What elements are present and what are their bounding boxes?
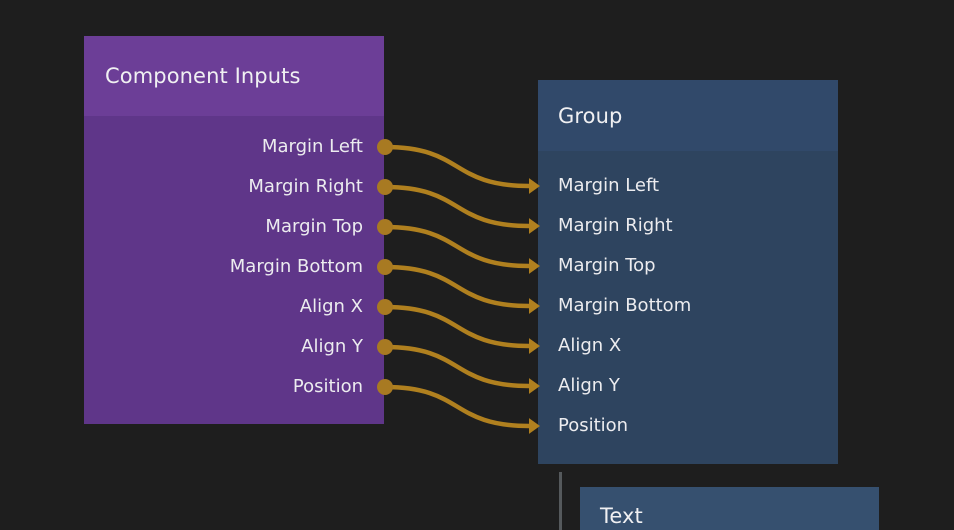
port-row-group-5[interactable]: Align Y bbox=[558, 375, 620, 397]
node-text[interactable]: Text bbox=[580, 487, 879, 530]
node-group-header[interactable]: Group bbox=[538, 80, 838, 151]
node-text-header[interactable]: Text bbox=[580, 487, 879, 530]
port-row-component-inputs-6[interactable]: Position bbox=[293, 376, 363, 398]
port-row-component-inputs-3[interactable]: Margin Bottom bbox=[230, 256, 363, 278]
node-component-inputs-header[interactable]: Component Inputs bbox=[84, 36, 384, 116]
node-component-inputs-title: Component Inputs bbox=[105, 64, 301, 88]
connection-wire-1[interactable] bbox=[382, 184, 532, 229]
group-to-text-connector-line bbox=[559, 472, 562, 530]
port-label: Position bbox=[558, 415, 629, 436]
port-row-group-2[interactable]: Margin Top bbox=[558, 255, 656, 277]
port-row-component-inputs-1[interactable]: Margin Right bbox=[248, 176, 363, 198]
connection-wire-0[interactable] bbox=[382, 144, 532, 189]
port-label: Align X bbox=[558, 335, 622, 356]
node-text-title: Text bbox=[600, 504, 643, 528]
port-label: Margin Bottom bbox=[229, 256, 363, 277]
port-label: Margin Left bbox=[558, 175, 660, 196]
port-label: Margin Left bbox=[261, 136, 363, 157]
port-label: Margin Bottom bbox=[558, 295, 692, 316]
port-row-component-inputs-0[interactable]: Margin Left bbox=[262, 136, 363, 158]
connection-wire-3[interactable] bbox=[382, 264, 532, 309]
port-label: Align Y bbox=[558, 375, 620, 396]
port-row-group-3[interactable]: Margin Bottom bbox=[558, 295, 691, 317]
connection-wire-5[interactable] bbox=[382, 344, 532, 389]
node-group-title: Group bbox=[558, 103, 623, 128]
port-row-group-6[interactable]: Position bbox=[558, 415, 628, 437]
connection-wire-6[interactable] bbox=[382, 384, 532, 429]
port-row-component-inputs-5[interactable]: Align Y bbox=[301, 336, 363, 358]
port-label: Align Y bbox=[301, 336, 363, 357]
port-row-component-inputs-2[interactable]: Margin Top bbox=[265, 216, 363, 238]
port-label: Margin Right bbox=[248, 176, 363, 197]
port-label: Margin Right bbox=[558, 215, 673, 236]
port-label: Margin Top bbox=[558, 255, 656, 276]
connection-wire-4[interactable] bbox=[382, 304, 532, 349]
port-label: Align X bbox=[299, 296, 363, 317]
port-row-group-0[interactable]: Margin Left bbox=[558, 175, 659, 197]
port-row-group-4[interactable]: Align X bbox=[558, 335, 621, 357]
port-row-component-inputs-4[interactable]: Align X bbox=[300, 296, 363, 318]
port-label: Margin Top bbox=[265, 216, 363, 237]
connection-wire-2[interactable] bbox=[382, 224, 532, 269]
port-row-group-1[interactable]: Margin Right bbox=[558, 215, 673, 237]
port-label: Position bbox=[292, 376, 363, 397]
